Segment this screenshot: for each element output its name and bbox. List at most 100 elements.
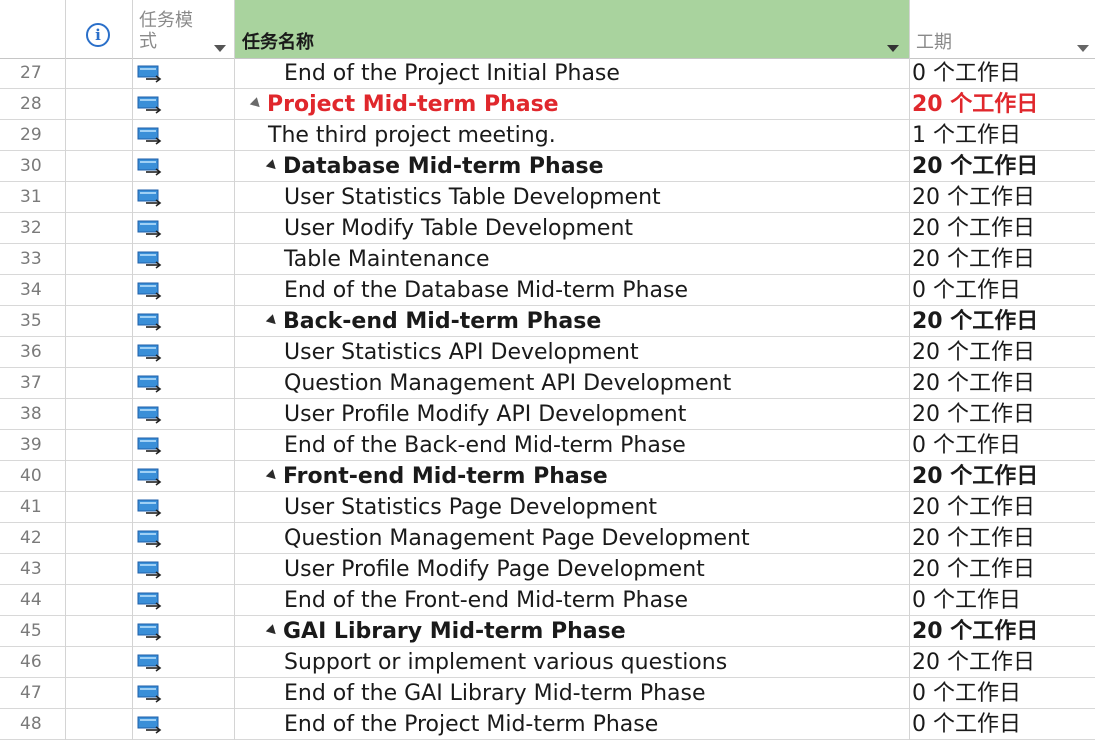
task-name-cell[interactable]: The third project meeting. — [235, 120, 910, 151]
task-name-cell[interactable]: End of the Back-end Mid-term Phase — [235, 430, 910, 461]
indicator-cell[interactable] — [66, 709, 133, 740]
indicator-cell[interactable] — [66, 399, 133, 430]
row-number[interactable]: 27 — [0, 58, 66, 89]
duration-cell[interactable]: 0 个工作日 — [912, 61, 1021, 86]
task-name-cell[interactable]: End of the Project Mid-term Phase — [235, 709, 910, 740]
task-mode-cell[interactable] — [133, 430, 235, 461]
row-number[interactable]: 39 — [0, 430, 66, 461]
task-name-cell[interactable]: User Modify Table Development — [235, 213, 910, 244]
row-number[interactable]: 32 — [0, 213, 66, 244]
task-mode-cell[interactable] — [133, 678, 235, 709]
indicator-cell[interactable] — [66, 368, 133, 399]
task-mode-cell[interactable] — [133, 182, 235, 213]
task-mode-cell[interactable] — [133, 616, 235, 647]
row-number[interactable]: 37 — [0, 368, 66, 399]
task-mode-cell[interactable] — [133, 213, 235, 244]
task-name-cell[interactable]: GAI Library Mid-term Phase — [235, 616, 910, 647]
duration-cell[interactable]: 1 个工作日 — [912, 123, 1021, 148]
duration-cell[interactable]: 20 个工作日 — [912, 557, 1035, 582]
indicator-cell[interactable] — [66, 58, 133, 89]
indicator-cell[interactable] — [66, 213, 133, 244]
chevron-down-icon[interactable] — [1077, 45, 1089, 52]
table-row[interactable]: 29 The third project meeting.1 个工作日 — [0, 120, 1095, 151]
duration-cell[interactable]: 0 个工作日 — [912, 433, 1021, 458]
indicator-cell[interactable] — [66, 678, 133, 709]
row-number[interactable]: 42 — [0, 523, 66, 554]
task-name-cell[interactable]: Back-end Mid-term Phase — [235, 306, 910, 337]
duration-cell[interactable]: 20 个工作日 — [912, 92, 1039, 117]
row-number[interactable]: 40 — [0, 461, 66, 492]
row-number[interactable]: 38 — [0, 399, 66, 430]
task-name-cell[interactable]: Front-end Mid-term Phase — [235, 461, 910, 492]
row-number[interactable]: 35 — [0, 306, 66, 337]
indicator-cell[interactable] — [66, 461, 133, 492]
row-number[interactable]: 44 — [0, 585, 66, 616]
task-name-cell[interactable]: Support or implement various questions — [235, 647, 910, 678]
indicator-cell[interactable] — [66, 523, 133, 554]
task-name-cell[interactable]: User Profile Modify Page Development — [235, 554, 910, 585]
task-mode-cell[interactable] — [133, 306, 235, 337]
duration-cell[interactable]: 20 个工作日 — [912, 464, 1039, 489]
duration-cell[interactable]: 0 个工作日 — [912, 588, 1021, 613]
task-name-cell[interactable]: User Statistics Table Development — [235, 182, 910, 213]
task-mode-cell[interactable] — [133, 337, 235, 368]
task-name-cell[interactable]: End of the Front-end Mid-term Phase — [235, 585, 910, 616]
duration-cell[interactable]: 20 个工作日 — [912, 495, 1035, 520]
row-number[interactable]: 36 — [0, 337, 66, 368]
duration-cell[interactable]: 20 个工作日 — [912, 650, 1035, 675]
row-number[interactable]: 46 — [0, 647, 66, 678]
indicator-cell[interactable] — [66, 430, 133, 461]
indicator-cell[interactable] — [66, 616, 133, 647]
indicator-cell[interactable] — [66, 647, 133, 678]
task-name-cell[interactable]: Database Mid-term Phase — [235, 151, 910, 182]
task-name-column-header[interactable]: 任务名称 — [235, 0, 910, 58]
task-mode-cell[interactable] — [133, 585, 235, 616]
indicator-cell[interactable] — [66, 306, 133, 337]
row-number[interactable]: 29 — [0, 120, 66, 151]
task-name-cell[interactable]: End of the Project Initial Phase — [235, 58, 910, 89]
row-number[interactable]: 48 — [0, 709, 66, 740]
task-mode-cell[interactable] — [133, 709, 235, 740]
duration-cell[interactable]: 20 个工作日 — [912, 154, 1039, 179]
collapse-triangle-icon[interactable] — [265, 624, 280, 638]
task-name-cell[interactable]: Project Mid-term Phase — [235, 89, 910, 120]
task-mode-cell[interactable] — [133, 647, 235, 678]
task-mode-cell[interactable] — [133, 368, 235, 399]
task-name-cell[interactable]: End of the Database Mid-term Phase — [235, 275, 910, 306]
task-name-cell[interactable]: End of the GAI Library Mid-term Phase — [235, 678, 910, 709]
indicator-cell[interactable] — [66, 151, 133, 182]
indicator-cell[interactable] — [66, 492, 133, 523]
select-all-corner[interactable] — [0, 0, 66, 58]
collapse-triangle-icon[interactable] — [249, 97, 264, 111]
chevron-down-icon[interactable] — [214, 45, 226, 52]
task-mode-cell[interactable] — [133, 58, 235, 89]
duration-cell[interactable]: 20 个工作日 — [912, 619, 1039, 644]
task-mode-cell[interactable] — [133, 554, 235, 585]
task-name-cell[interactable]: User Statistics API Development — [235, 337, 910, 368]
duration-cell[interactable]: 20 个工作日 — [912, 309, 1039, 334]
task-mode-cell[interactable] — [133, 492, 235, 523]
duration-cell[interactable]: 0 个工作日 — [912, 681, 1021, 706]
indicator-cell[interactable] — [66, 244, 133, 275]
indicators-column-header[interactable]: i — [66, 0, 133, 58]
indicator-cell[interactable] — [66, 554, 133, 585]
indicator-cell[interactable] — [66, 337, 133, 368]
table-row[interactable]: 46 Support or implement various questions… — [0, 647, 1095, 678]
indicator-cell[interactable] — [66, 585, 133, 616]
row-number[interactable]: 41 — [0, 492, 66, 523]
task-name-cell[interactable]: Question Management Page Development — [235, 523, 910, 554]
duration-cell[interactable]: 20 个工作日 — [912, 247, 1035, 272]
chevron-down-icon[interactable] — [887, 45, 899, 52]
